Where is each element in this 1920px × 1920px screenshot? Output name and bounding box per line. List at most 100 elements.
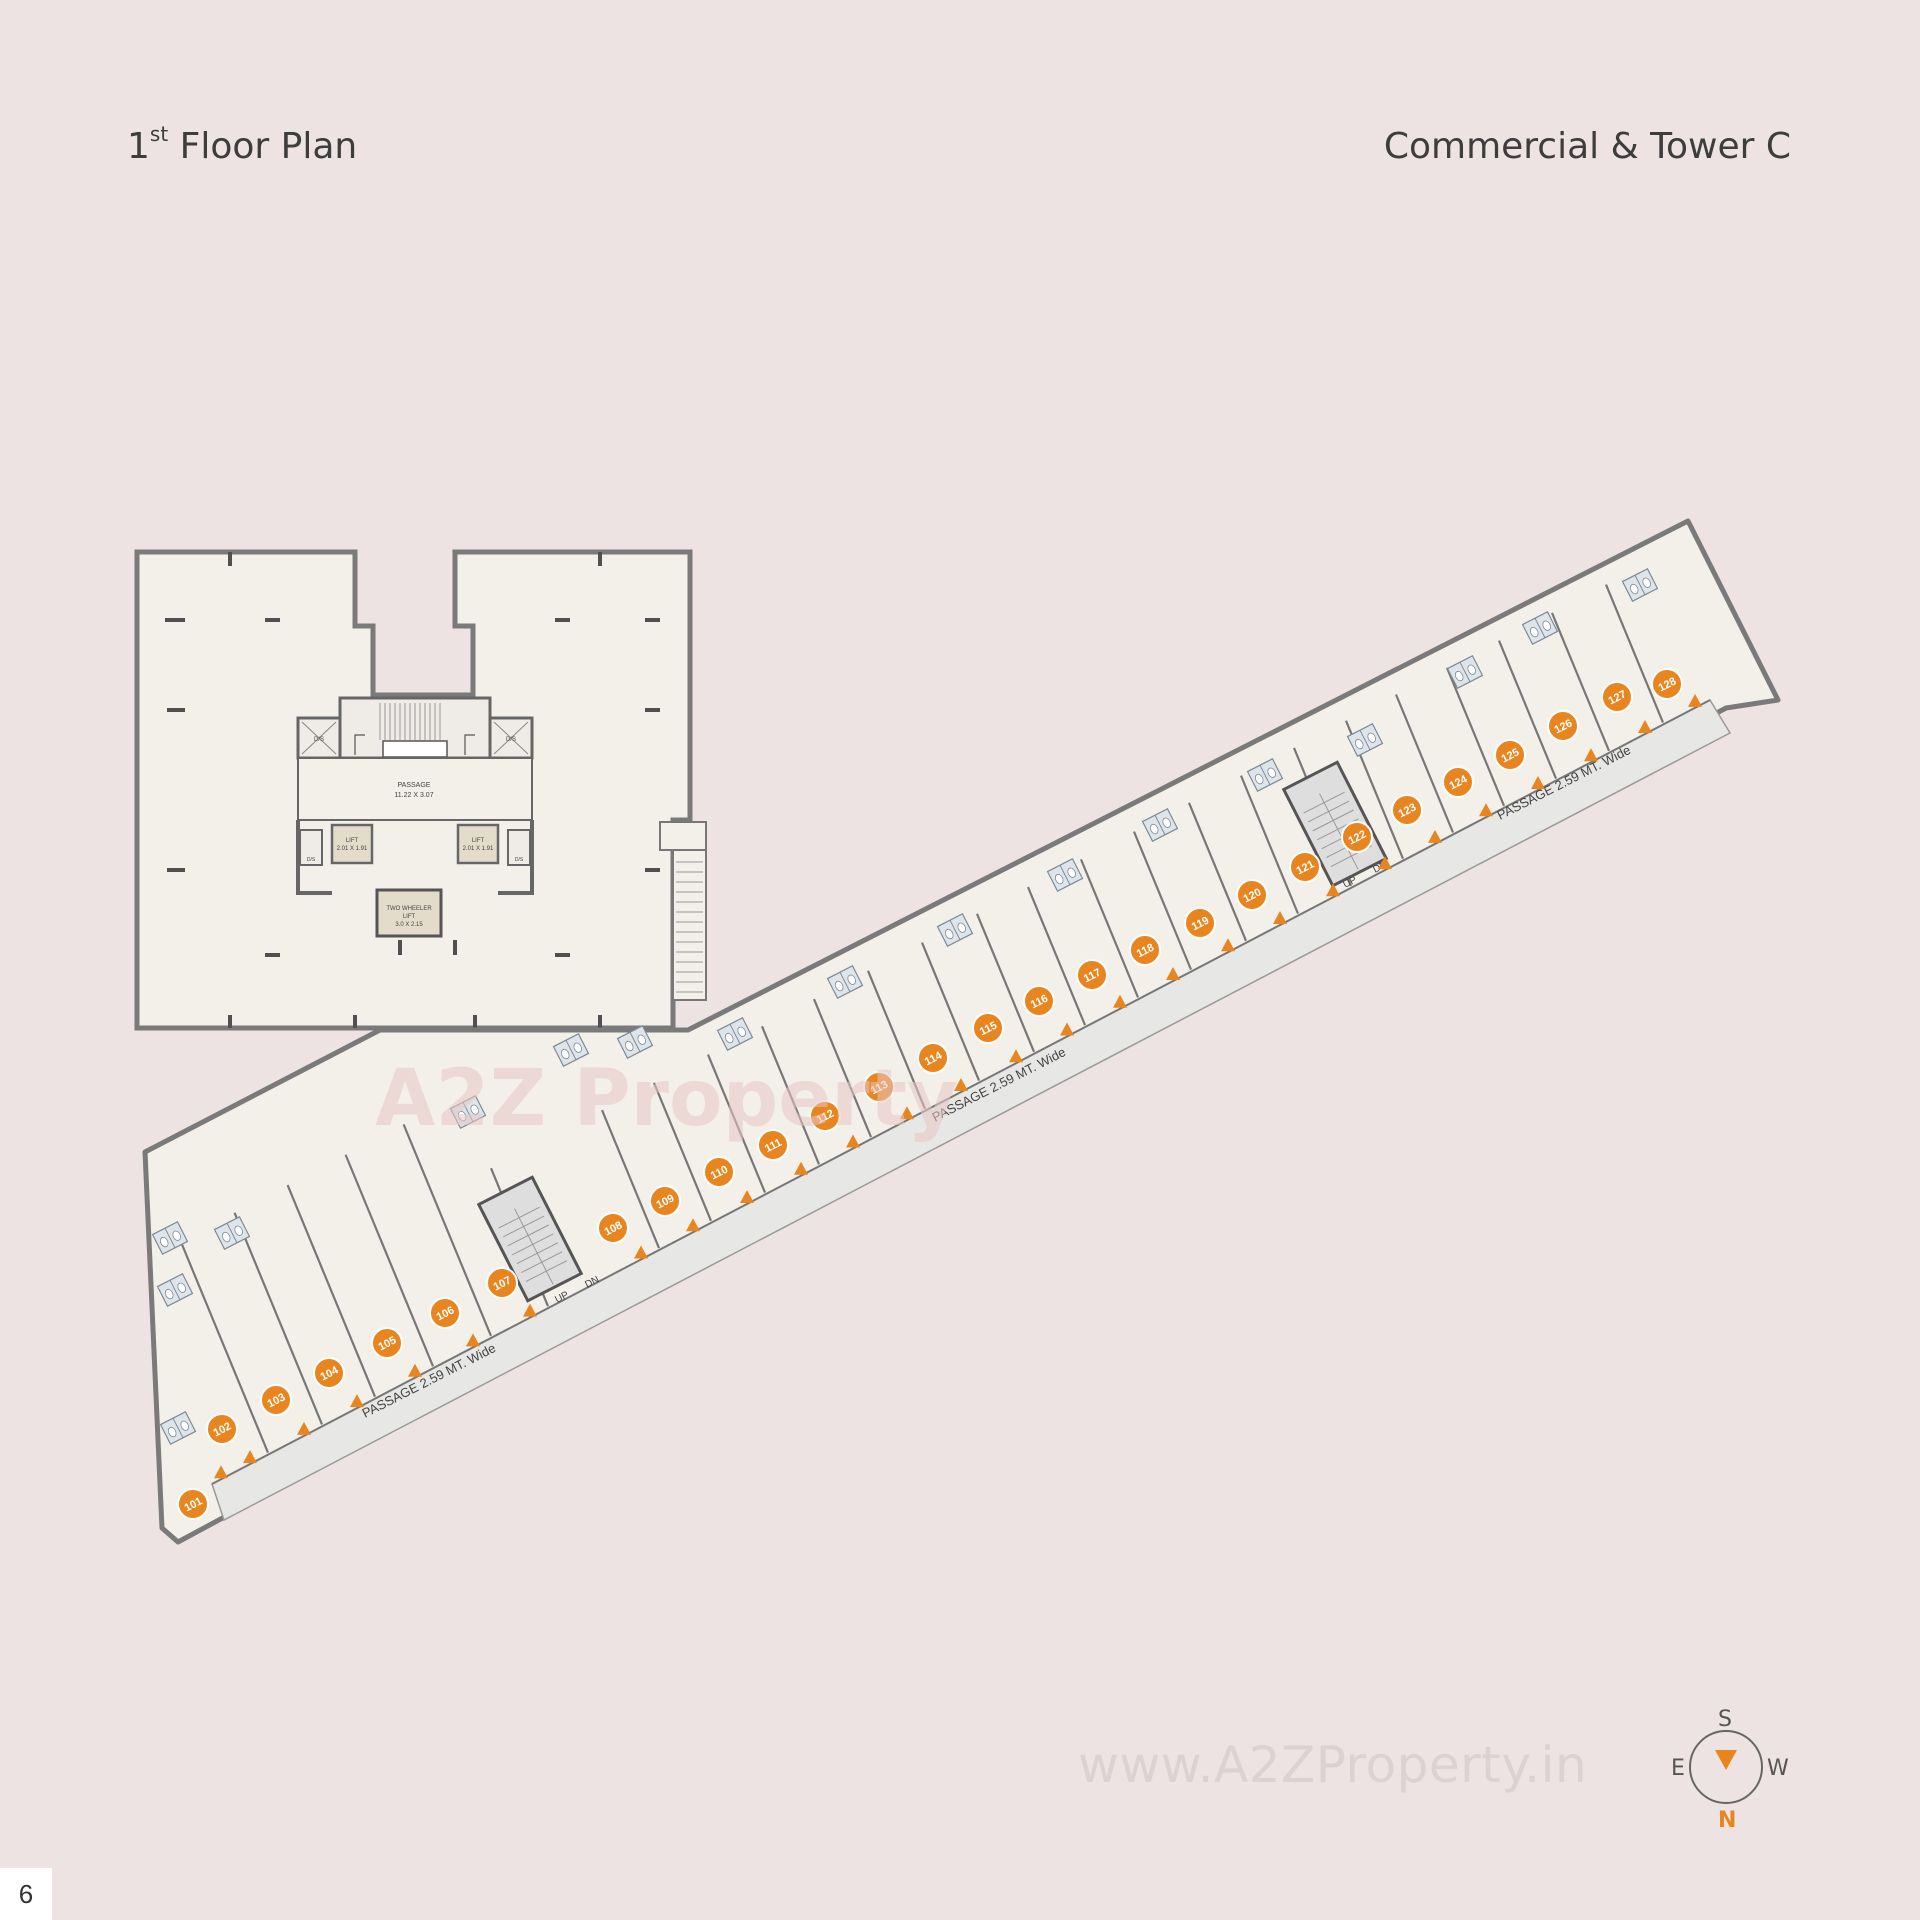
shop-123[interactable]: 123: [1391, 794, 1423, 826]
shop-badge: [1341, 821, 1373, 853]
watermark-logo: A2Z Property: [375, 1054, 958, 1144]
shop-entrance-arrow-icon: [1584, 748, 1598, 762]
compass-north: N: [1718, 1808, 1737, 1833]
shop-badge: [1023, 985, 1055, 1017]
shop-entrance-arrow-icon: [350, 1394, 364, 1408]
shop-badge: [649, 1185, 681, 1217]
shop-badge: [313, 1357, 345, 1389]
shop-107[interactable]: 107: [486, 1267, 518, 1299]
shop-119[interactable]: 119: [1184, 907, 1216, 939]
shop-entrance-arrow-icon: [1688, 693, 1702, 707]
shaft-label: D/S: [307, 857, 316, 863]
commercial-stair-2: UP DN: [1281, 760, 1389, 891]
lift-label: LIFT: [472, 838, 485, 844]
shop-120[interactable]: 120: [1236, 879, 1268, 911]
shop-badge: [1129, 934, 1161, 966]
watermark-url: www.A2ZProperty.in: [1078, 1736, 1588, 1794]
shop-partition: [1550, 612, 1611, 752]
shop-entrance-arrow-icon: [954, 1078, 968, 1091]
shop-badge: [1289, 851, 1321, 883]
shop-entrance-arrow-icon: [466, 1333, 480, 1347]
shop-badge: [809, 1100, 841, 1132]
compass: [1689, 1730, 1763, 1804]
shop-109[interactable]: 109: [649, 1185, 681, 1217]
north-arrow-icon: [1715, 1750, 1737, 1770]
shop-badge: [972, 1012, 1004, 1044]
shop-badge: [1236, 879, 1268, 911]
shop-113[interactable]: 113: [863, 1071, 895, 1103]
shop-partition: [652, 1082, 713, 1222]
lift-dimension: 2.01 X 1.91: [337, 846, 368, 852]
shop-badge: [371, 1327, 403, 1359]
shop-entrance-arrow-icon: [214, 1465, 228, 1479]
shop-121[interactable]: 121: [1289, 851, 1321, 883]
shop-116[interactable]: 116: [1023, 985, 1055, 1017]
shop-108[interactable]: 108: [597, 1212, 629, 1244]
shop-entrance-arrow-icon: [1326, 883, 1340, 897]
shop-entrance-arrow-icon: [1428, 829, 1442, 843]
shop-106[interactable]: 106: [429, 1297, 461, 1329]
shop-102[interactable]: 102: [206, 1413, 238, 1445]
shop-badge: [1547, 710, 1579, 742]
shop-badge: [1184, 907, 1216, 939]
shop-partition: [1604, 584, 1665, 724]
shop-badge: [917, 1042, 949, 1074]
shop-partition: [233, 1212, 324, 1425]
shop-partition: [179, 1240, 270, 1454]
shop-124[interactable]: 124: [1442, 766, 1474, 798]
shop-markers: 101 102 103 104 105 106 107 108 109 110 111 112 113 1…: [177, 668, 1702, 1520]
shop-entrance-arrow-icon: [243, 1450, 257, 1464]
shop-entrance-arrow-icon: [1009, 1049, 1023, 1063]
project-title: Commercial & Tower C: [1383, 126, 1791, 167]
shop-entrance-arrow-icon: [1273, 911, 1287, 925]
shop-entrance-arrow-icon: [686, 1218, 700, 1232]
shop-105[interactable]: 105: [371, 1327, 403, 1359]
shop-128[interactable]: 128: [1651, 668, 1683, 700]
shop-110[interactable]: 110: [703, 1156, 735, 1188]
shop-entrance-arrow-icon: [408, 1363, 422, 1377]
shop-partition: [866, 970, 927, 1110]
commercial-stair-1: UP DN: [476, 1175, 601, 1306]
shop-badge: [260, 1384, 292, 1416]
shop-badge: [703, 1156, 735, 1188]
shop-101[interactable]: 101: [177, 1488, 209, 1520]
shop-114[interactable]: 114: [917, 1042, 949, 1074]
shop-partition: [1079, 858, 1140, 998]
shop-badge: [1076, 959, 1108, 991]
commercial-wing: [142, 518, 1781, 1545]
compass-south: S: [1718, 1707, 1732, 1732]
shop-badge: [863, 1071, 895, 1103]
shop-partition: [1445, 667, 1506, 807]
two-wheeler-lift-label: TWO WHEELER: [386, 906, 432, 912]
shop-badge: [429, 1297, 461, 1329]
shop-entrance-arrow-icon: [1378, 856, 1392, 870]
shop-badge: [1442, 766, 1474, 798]
shop-partition: [920, 942, 981, 1081]
shop-104[interactable]: 104: [313, 1357, 345, 1389]
shop-118[interactable]: 118: [1129, 934, 1161, 966]
shop-badge: [757, 1129, 789, 1161]
shop-partition: [344, 1154, 435, 1367]
shop-badge: [177, 1488, 209, 1520]
shop-badge: [1651, 668, 1683, 700]
shop-112[interactable]: 112: [809, 1100, 841, 1132]
shop-127[interactable]: 127: [1601, 681, 1633, 713]
shop-115[interactable]: 115: [972, 1012, 1004, 1044]
shop-entrance-arrow-icon: [794, 1161, 808, 1175]
shop-partition: [760, 1025, 821, 1165]
two-wheeler-lift-dimension: 3.0 X 2.15: [395, 922, 423, 928]
shop-126[interactable]: 126: [1547, 710, 1579, 742]
shop-122[interactable]: 122: [1341, 821, 1373, 853]
shop-103[interactable]: 103: [260, 1384, 292, 1416]
shop-111[interactable]: 111: [757, 1129, 789, 1161]
shop-117[interactable]: 117: [1076, 959, 1108, 991]
lift-dimension: 2.01 X 1.91: [463, 846, 494, 852]
tower-c: UP DN D/S D/S PASSAGE 11.22 X 3.07 D/S D…: [134, 549, 707, 1031]
shop-partition: [1239, 775, 1300, 915]
shop-125[interactable]: 125: [1494, 739, 1526, 771]
shop-entrance-arrow-icon: [523, 1303, 537, 1317]
lobby-passage-label: PASSAGE: [398, 782, 431, 789]
shop-entrance-arrow-icon: [1638, 720, 1652, 734]
compass-west: W: [1767, 1756, 1789, 1781]
shop-entrance-arrow-icon: [1113, 994, 1127, 1008]
